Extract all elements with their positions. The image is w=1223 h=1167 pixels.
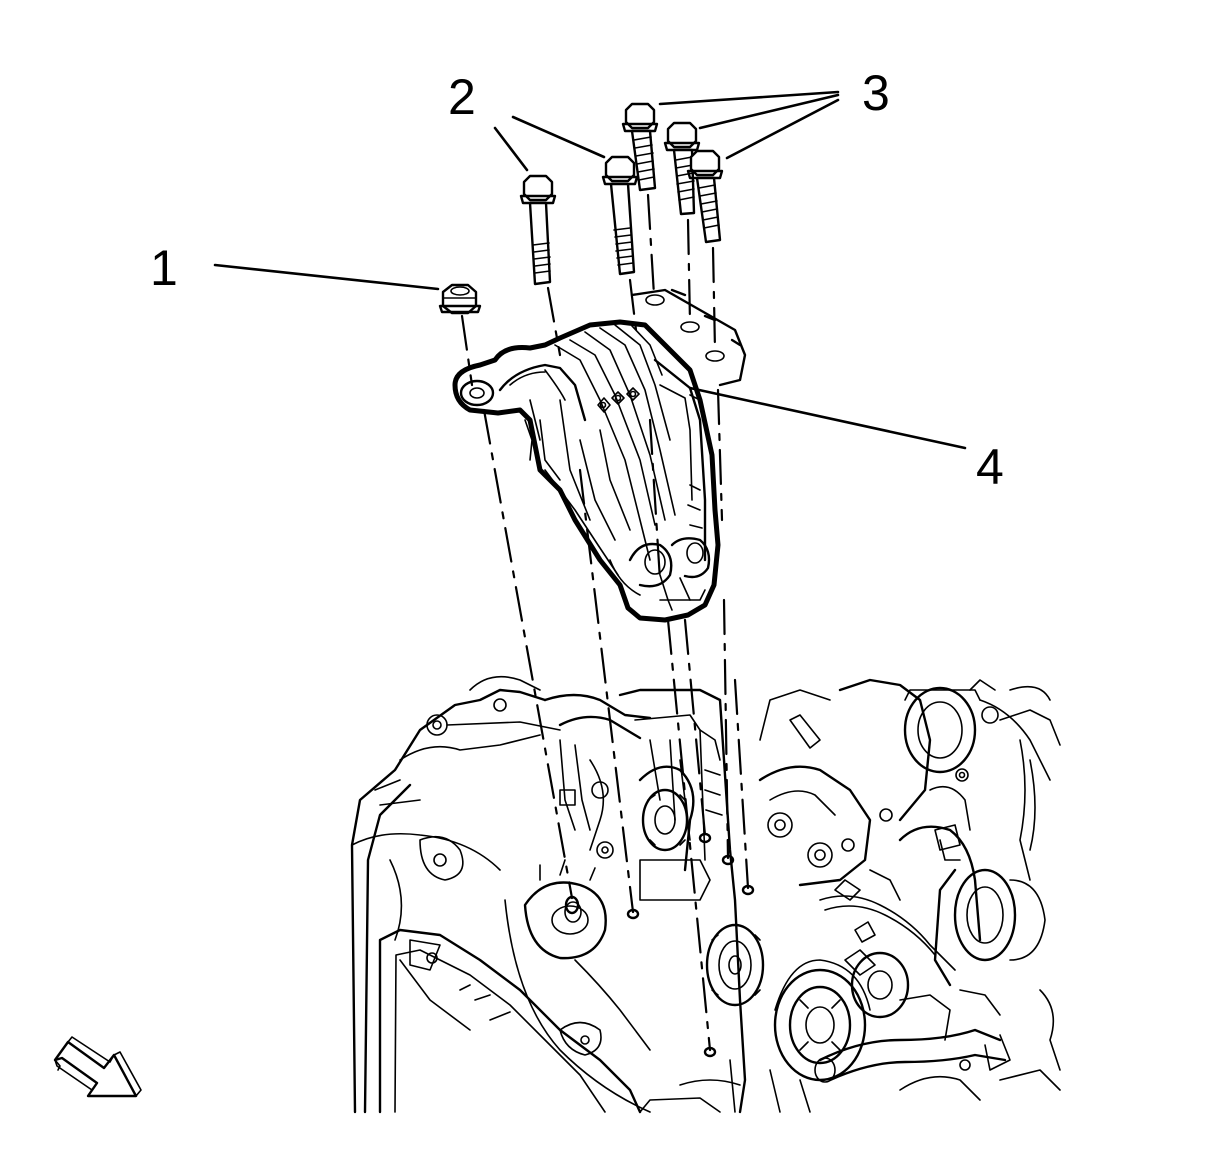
bolt-fastener-3a	[621, 102, 659, 192]
engine-mount-holes	[564, 832, 755, 1058]
bolt-fastener-2b	[601, 155, 639, 276]
engine-mount-bracket	[452, 319, 721, 623]
nut-fastener	[438, 283, 482, 315]
view-direction-arrow-icon	[53, 1036, 142, 1098]
bolt-fastener-3b	[663, 121, 701, 216]
alignment-lines	[460, 193, 750, 1052]
callout-2: 2	[448, 69, 476, 125]
callout-1: 1	[150, 240, 178, 296]
bolt-fastener-3c	[686, 149, 724, 244]
bolt-fastener-2a	[519, 174, 557, 286]
engine-assembly	[350, 675, 1061, 1114]
callout-4: 4	[976, 439, 1004, 495]
leader-lines	[213, 90, 967, 450]
callout-3: 3	[862, 65, 890, 121]
